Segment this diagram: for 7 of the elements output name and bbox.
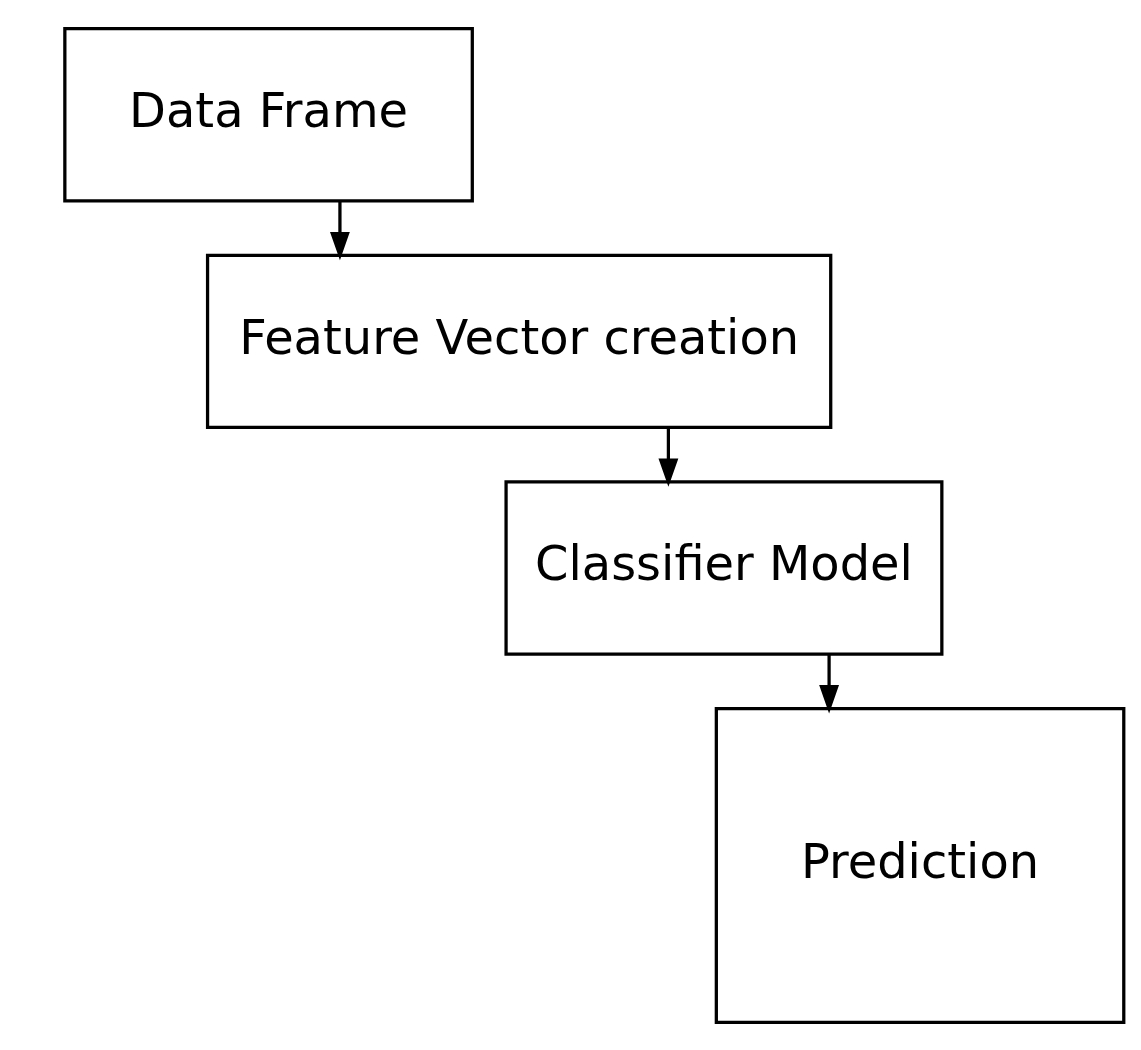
node-box: Data Frame	[63, 26, 474, 202]
arrow	[658, 427, 679, 487]
node-box: Classifier Model	[504, 479, 944, 656]
arrow	[819, 654, 840, 713]
node-box: Prediction	[714, 706, 1126, 1024]
node-box: Feature Vector creation	[205, 253, 833, 429]
arrow	[330, 200, 350, 260]
